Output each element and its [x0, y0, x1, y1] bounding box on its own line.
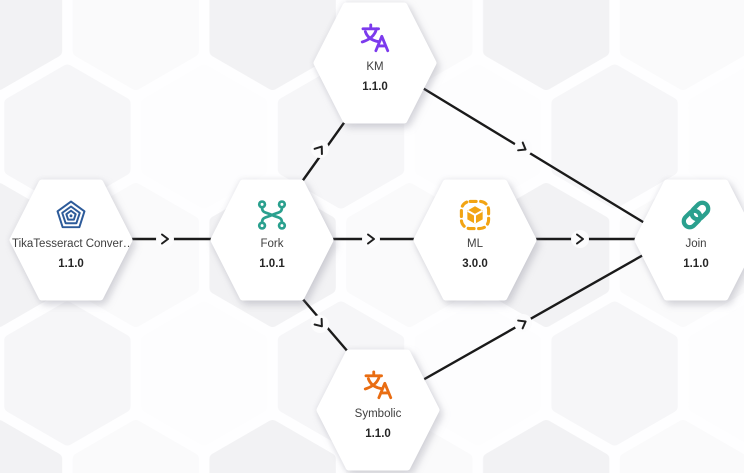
arrow-chevron-icon — [514, 139, 532, 157]
node-version: 1.1.0 — [362, 81, 388, 93]
hexagon-shape — [413, 179, 537, 301]
node-version: 1.1.0 — [683, 258, 709, 270]
node-tikatesseract-converter[interactable]: TikaTesseract Conver… 1.1.0 — [9, 179, 133, 301]
edge-km-join — [419, 85, 645, 224]
node-symbolic[interactable]: Symbolic 1.1.0 — [316, 349, 440, 471]
hexagon-shape — [210, 179, 334, 301]
node-name: KM — [366, 61, 384, 73]
node-join[interactable]: Join 1.1.0 — [634, 179, 744, 301]
node-version: 1.1.0 — [365, 428, 391, 440]
arrow-chevron-icon — [311, 315, 329, 333]
hexagon-shape — [313, 2, 437, 124]
node-name: ML — [467, 238, 483, 250]
arrow-chevron-icon — [362, 230, 380, 248]
node-version: 1.1.0 — [58, 258, 84, 270]
hexagon-shape — [634, 179, 744, 301]
translate-icon — [363, 370, 393, 400]
node-name: Symbolic — [354, 408, 402, 420]
hexagon-shape — [9, 179, 133, 301]
cube-icon — [459, 199, 491, 231]
translate-icon — [360, 23, 390, 53]
node-fork[interactable]: Fork 1.0.1 — [210, 179, 334, 301]
node-ml[interactable]: ML 3.0.0 — [413, 179, 537, 301]
link-icon — [681, 200, 711, 230]
arrow-chevron-icon — [156, 230, 174, 248]
node-name: Fork — [260, 238, 284, 250]
arrow-chevron-icon — [311, 140, 329, 158]
arrow-chevron-icon — [571, 230, 589, 248]
node-km[interactable]: KM 1.1.0 — [313, 2, 437, 124]
edge-symbolic-join — [419, 252, 647, 383]
pentagon-spiral-icon — [56, 200, 86, 229]
node-name: TikaTesseract Conver… — [12, 238, 130, 250]
arrow-chevron-icon — [514, 314, 532, 332]
node-name: Join — [685, 238, 707, 250]
hexagon-shape — [316, 349, 440, 471]
node-version: 3.0.0 — [462, 258, 488, 270]
fork-icon — [257, 200, 287, 230]
node-version: 1.0.1 — [259, 258, 285, 270]
